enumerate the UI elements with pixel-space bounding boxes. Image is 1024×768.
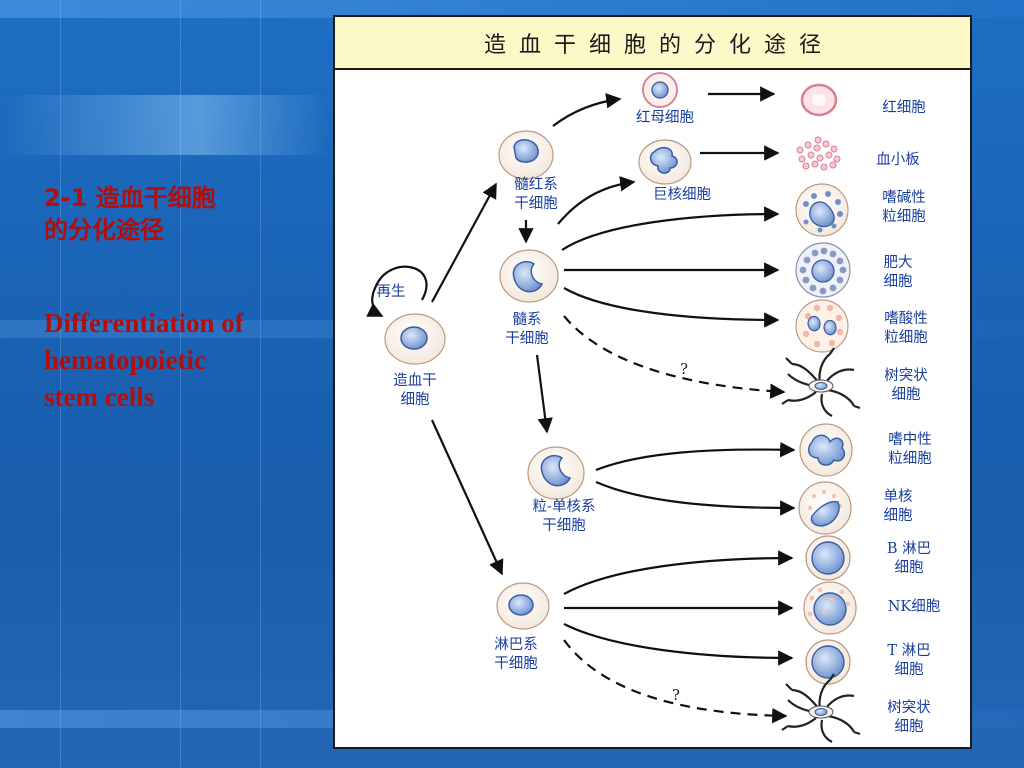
label-myelo-erythroid: 髓红系干细胞: [514, 176, 558, 212]
arrow-to-erythroblast: [552, 93, 622, 127]
label-myeloid: 髓系干细胞: [505, 311, 549, 347]
arrow-renewal-loop: [366, 265, 428, 317]
label-lymphoid: 淋巴系干细胞: [494, 636, 538, 672]
arrow-to-monocyte: [595, 480, 796, 516]
arrow-myeloid-to-gm: [535, 354, 553, 434]
cell-platelets: [796, 136, 841, 171]
label-dendritic-1: 树突状细胞: [884, 367, 928, 403]
label-renewal: 再生: [377, 283, 406, 300]
cell-lymphoid: [496, 582, 550, 630]
cell-myeloid: [499, 249, 559, 303]
label-platelet: 血小板: [876, 150, 920, 168]
cell-gm-stem: [527, 446, 585, 500]
label-mast: 肥大细胞: [884, 254, 913, 290]
cell-myelo-erythroid: [498, 130, 554, 180]
cell-basophil: [795, 183, 849, 237]
panel-header: 造血干细胞的分化途径: [335, 17, 970, 70]
label-question-1: ?: [680, 362, 688, 378]
cell-rbc: [800, 83, 838, 117]
label-b-cell: B 淋巴细胞: [887, 540, 931, 576]
label-neutrophil: 嗜中性粒细胞: [888, 431, 932, 467]
label-monocyte: 单核细胞: [884, 488, 913, 524]
label-question-2: ?: [672, 688, 680, 704]
background-stripe: [260, 0, 261, 768]
cell-neutrophil: [799, 423, 853, 477]
slide-subtitle: Differentiation of hematopoietic stem ce…: [44, 308, 244, 412]
diagram-panel: 造血干细胞的分化途径: [333, 15, 972, 749]
arrow-hsc-to-lymphoid: [430, 419, 504, 576]
arrow-to-neutrophil: [595, 441, 796, 472]
label-dendritic-2: 树突状细胞: [887, 699, 931, 735]
label-eosinophil: 嗜酸性粒细胞: [884, 310, 928, 346]
background-glow: [0, 95, 330, 155]
labels: 再生 造血干细胞 髓红系干细胞 髓系干细胞 粒-单核系干细胞 淋巴系干细胞 红母…: [377, 99, 941, 735]
cell-megakaryocyte: [638, 139, 692, 185]
cell-dendritic-2: [781, 673, 861, 743]
cell-erythroblast: [642, 72, 678, 108]
cell-monocyte: [798, 481, 852, 535]
cell-dendritic-1: [781, 347, 861, 417]
slide-title: 2-1 造血干细胞 的分化途径: [44, 184, 216, 244]
label-hsc: 造血干细胞: [393, 372, 437, 408]
background-band: [0, 0, 1024, 18]
panel-title: 造血干细胞的分化途径: [483, 32, 834, 58]
label-basophil: 嗜碱性粒细胞: [882, 189, 926, 225]
label-rbc: 红细胞: [882, 99, 926, 116]
differentiation-diagram: 再生 造血干细胞 髓红系干细胞 髓系干细胞 粒-单核系干细胞 淋巴系干细胞 红母…: [366, 72, 941, 743]
cell-b-lymphocyte: [805, 535, 851, 581]
arrow-to-megakaryocyte: [557, 176, 636, 225]
cell-eosinophil: [795, 299, 849, 353]
arrow-to-dendritic-2: [563, 639, 788, 724]
background-stripe: [60, 0, 61, 768]
arrow-to-dendritic-1: [563, 315, 786, 399]
background-stripe: [180, 0, 181, 768]
label-megakaryocyte: 巨核细胞: [653, 186, 711, 203]
label-gm-stem: 粒-单核系干细胞: [533, 498, 596, 534]
label-t-cell: T 淋巴细胞: [887, 642, 930, 678]
arrow-to-b-cell: [563, 550, 794, 595]
cell-t-lymphocyte: [805, 639, 851, 685]
cell-nk: [803, 581, 857, 635]
arrow-to-basophil: [561, 206, 780, 251]
label-nk-cell: NK细胞: [888, 598, 941, 615]
cell-mast: [795, 242, 851, 298]
arrow-to-t-cell: [563, 623, 794, 666]
arrow-hsc-to-myelo-erythroid: [431, 182, 497, 303]
arrows: [366, 86, 796, 724]
label-erythroblast: 红母细胞: [636, 109, 694, 126]
arrow-to-eosinophil: [563, 287, 780, 328]
cell-hsc: [384, 313, 446, 365]
